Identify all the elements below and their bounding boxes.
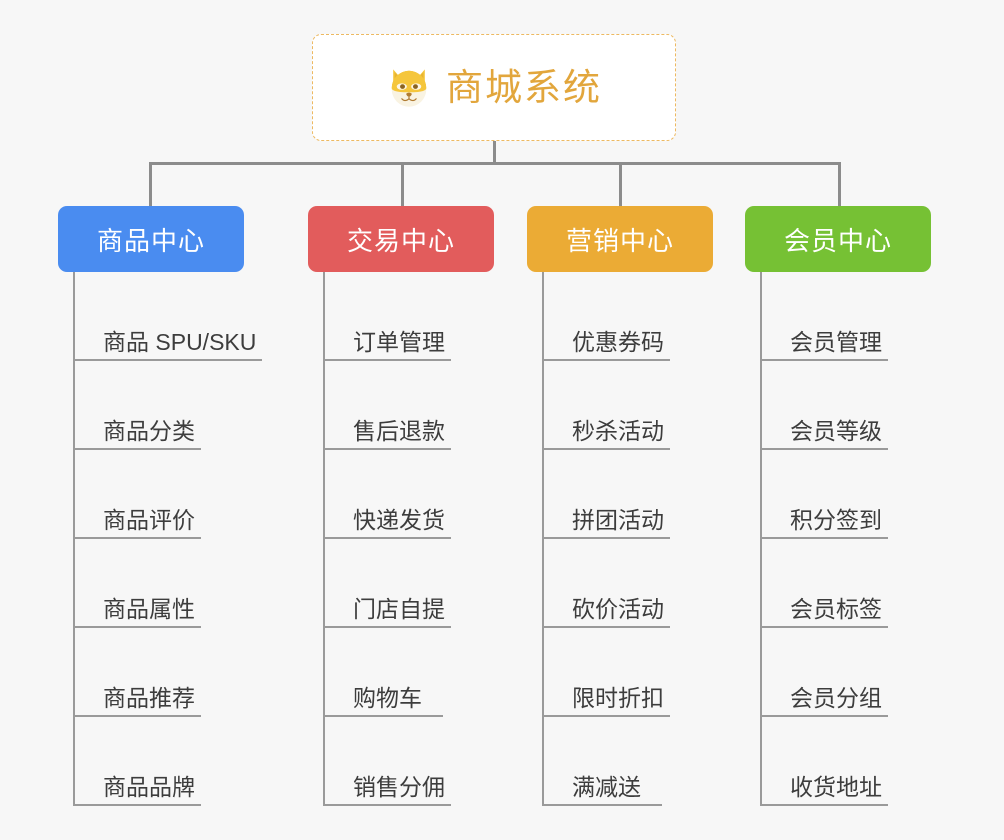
leaf-item-underline	[542, 715, 670, 717]
leaf-item-label: 商品品牌	[103, 773, 195, 800]
leaf-item[interactable]: 商品属性	[73, 539, 256, 628]
leaf-item-underline	[760, 804, 888, 806]
leaf-item-underline	[73, 715, 201, 717]
leaf-item-underline	[323, 448, 451, 450]
leaf-item[interactable]: 订单管理	[323, 272, 451, 361]
leaf-item[interactable]: 积分签到	[760, 450, 888, 539]
leaf-item-underline	[542, 448, 670, 450]
branch-column-3: 优惠券码秒杀活动拼团活动砍价活动限时折扣满减送	[542, 272, 670, 806]
leaf-item[interactable]: 满减送	[542, 717, 664, 806]
leaf-item-label: 收货地址	[790, 773, 882, 800]
leaf-item-underline	[760, 448, 888, 450]
branch-spine	[323, 272, 325, 806]
leaf-item[interactable]: 销售分佣	[323, 717, 451, 806]
leaf-item[interactable]: 商品 SPU/SKU	[73, 272, 263, 361]
category-header-2[interactable]: 交易中心	[308, 206, 494, 272]
leaf-item-label: 订单管理	[353, 328, 445, 355]
leaf-item-label: 优惠券码	[572, 328, 664, 355]
leaf-item-underline	[323, 359, 451, 361]
leaf-item[interactable]: 商品推荐	[73, 628, 256, 717]
branch-spine	[73, 272, 75, 806]
branch-spine	[760, 272, 762, 806]
leaf-item[interactable]: 砍价活动	[542, 539, 670, 628]
root-title: 商城系统	[446, 67, 602, 108]
leaf-item[interactable]: 会员标签	[760, 539, 888, 628]
branch-spine	[542, 272, 544, 806]
leaf-item-label: 会员管理	[790, 328, 882, 355]
category-header-label: 交易中心	[346, 225, 455, 256]
leaf-item[interactable]: 购物车	[323, 628, 445, 717]
leaf-item-label: 会员分组	[790, 684, 882, 711]
leaf-item-underline	[760, 537, 888, 539]
category-header-label: 商品中心	[96, 225, 205, 256]
leaf-item-label: 积分签到	[790, 506, 882, 533]
leaf-item-underline	[760, 715, 888, 717]
leaf-item-label: 限时折扣	[572, 684, 664, 711]
connector-drop-1	[149, 162, 152, 208]
leaf-item[interactable]: 商品评价	[73, 450, 256, 539]
leaf-item-underline	[73, 804, 201, 806]
leaf-item-underline	[323, 804, 451, 806]
connector-drop-4	[838, 162, 841, 208]
leaf-item-underline	[323, 715, 443, 717]
leaf-item-label: 会员标签	[790, 595, 882, 622]
leaf-item[interactable]: 会员管理	[760, 272, 888, 361]
category-header-4[interactable]: 会员中心	[745, 206, 931, 272]
leaf-item-underline	[542, 626, 670, 628]
category-header-label: 会员中心	[783, 225, 892, 256]
leaf-item-underline	[73, 448, 201, 450]
leaf-item[interactable]: 优惠券码	[542, 272, 670, 361]
category-header-label: 营销中心	[565, 225, 674, 256]
leaf-item-underline	[542, 359, 670, 361]
connector-root-stem	[493, 141, 496, 165]
leaf-item-label: 快递发货	[353, 506, 445, 533]
leaf-item-label: 购物车	[353, 684, 422, 711]
leaf-item-label: 商品评价	[103, 506, 195, 533]
leaf-item[interactable]: 拼团活动	[542, 450, 670, 539]
leaf-item[interactable]: 商品分类	[73, 361, 256, 450]
category-header-3[interactable]: 营销中心	[527, 206, 713, 272]
leaf-item-underline	[760, 359, 888, 361]
leaf-item-underline	[542, 537, 670, 539]
leaf-item-label: 售后退款	[353, 417, 445, 444]
leaf-item-underline	[542, 804, 662, 806]
root-node-shop-system[interactable]: 商城系统	[312, 34, 676, 141]
leaf-item[interactable]: 会员分组	[760, 628, 888, 717]
leaf-item[interactable]: 限时折扣	[542, 628, 670, 717]
leaf-item-underline	[323, 537, 451, 539]
connector-drop-2	[401, 162, 404, 208]
leaf-item-label: 满减送	[572, 773, 641, 800]
leaf-item[interactable]: 商品品牌	[73, 717, 256, 806]
leaf-item-label: 商品分类	[103, 417, 195, 444]
branch-column-2: 订单管理售后退款快递发货门店自提购物车销售分佣	[323, 272, 451, 806]
leaf-item[interactable]: 收货地址	[760, 717, 888, 806]
category-header-1[interactable]: 商品中心	[58, 206, 244, 272]
leaf-item-underline	[73, 359, 263, 361]
connector-drop-3	[619, 162, 622, 208]
leaf-item-label: 秒杀活动	[572, 417, 664, 444]
leaf-item[interactable]: 秒杀活动	[542, 361, 670, 450]
leaf-item-underline	[73, 626, 201, 628]
leaf-item-underline	[323, 626, 451, 628]
leaf-item-label: 销售分佣	[353, 773, 445, 800]
leaf-item-label: 商品推荐	[103, 684, 195, 711]
connector-horizontal-bus	[149, 162, 841, 165]
leaf-item-underline	[73, 537, 201, 539]
leaf-item-underline	[760, 626, 888, 628]
leaf-item[interactable]: 售后退款	[323, 361, 451, 450]
leaf-item-label: 会员等级	[790, 417, 882, 444]
shiba-dog-face-icon	[391, 68, 427, 107]
leaf-item[interactable]: 会员等级	[760, 361, 888, 450]
leaf-item-label: 砍价活动	[572, 595, 664, 622]
leaf-item-label: 门店自提	[353, 595, 445, 622]
leaf-item-label: 商品 SPU/SKU	[103, 328, 257, 355]
leaf-item-label: 商品属性	[103, 595, 195, 622]
branch-column-4: 会员管理会员等级积分签到会员标签会员分组收货地址	[760, 272, 888, 806]
branch-column-1: 商品 SPU/SKU 商品分类商品评价商品属性商品推荐商品品牌	[73, 272, 263, 806]
leaf-item[interactable]: 门店自提	[323, 539, 451, 628]
leaf-item[interactable]: 快递发货	[323, 450, 451, 539]
leaf-item-label: 拼团活动	[572, 506, 664, 533]
